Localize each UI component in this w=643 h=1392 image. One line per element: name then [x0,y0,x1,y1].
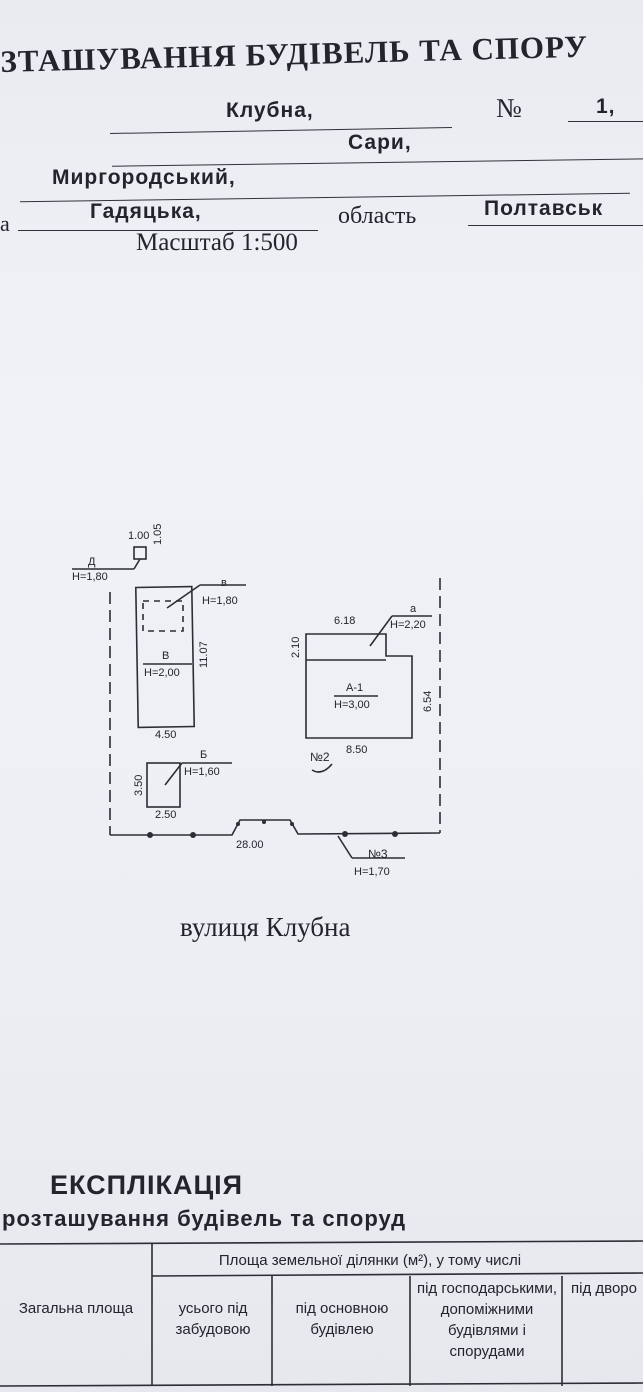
structure-n3-label: №3 [368,847,388,861]
column-total-area: Загальна площа [18,1300,134,1317]
building-a1-outline [305,633,413,739]
building-v-leader [166,584,201,609]
village-value: Сари, [348,131,412,154]
site-plan [72,546,441,859]
building-v-small-outline [142,600,184,632]
building-v-outline [134,585,196,729]
building-d-height: Н=1,80 [72,571,108,583]
building-v-width: 4.50 [155,729,177,741]
district-value: Миргородський, [52,166,236,189]
building-v-length: 11.07 [198,641,210,668]
oblast-label: область [338,203,417,229]
building-a-small-height: Н=2,20 [390,619,426,631]
building-b-depth: 3.50 [133,774,145,796]
building-a1-height: Н=3,00 [334,699,370,711]
oblast-value: Полтавськ [484,197,604,220]
explication-table-grid [0,1240,643,1387]
explication-title: ЕКСПЛІКАЦІЯ [50,1170,244,1200]
structure-n2-label: №2 [310,750,330,764]
building-d-outline [133,546,147,560]
street-value: Клубна, [226,99,314,122]
building-a1-letter: А-1 [346,682,364,694]
column-built-up: усього під забудовою [175,1300,251,1338]
community-underline [18,230,318,231]
column-yard: під двоpo [571,1280,637,1297]
prefix-text: а [0,211,10,236]
building-b-height: Н=1,60 [184,766,220,778]
building-b-leader [164,762,183,786]
front-fence-line [110,819,441,836]
building-a1-width: 8.50 [346,744,368,756]
number-underline [568,121,643,122]
n3-leader [337,835,353,859]
building-a-leader [369,615,393,647]
building-v-height: Н=2,00 [144,667,180,679]
oblast-underline [468,225,643,226]
building-a1-depth: 6.54 [422,690,434,712]
number-sign: № [496,93,522,123]
explication-subtitle: розташування будівель та споруд [2,1206,407,1231]
column-main-building: під основною будівлею [295,1300,389,1338]
structure-n3-height: Н=1,70 [354,866,390,878]
building-d-letter: Д [88,556,96,568]
community-value: Гадяцька, [90,200,202,223]
building-v-small-height: Н=1,80 [202,595,238,607]
building-a-width: 6.18 [334,615,356,627]
building-d-depth: 1.05 [152,523,164,545]
building-a-depth: 2.10 [290,636,302,658]
street-name: вулиця Клубна [180,912,351,942]
n2-arrow [311,763,333,773]
table-group-header: Площа земельної ділянки (м²), у тому чис… [218,1252,522,1269]
number-value: 1, [596,95,616,118]
front-width: 28.00 [236,839,264,851]
building-b-letter: Б [200,749,208,761]
scale-label: Масштаб 1:500 [136,229,298,256]
column-auxiliary-buildings: під господарськими, допоміжними будівлям… [416,1280,558,1360]
building-a-small-letter: а [410,603,417,615]
building-b-outline [146,762,181,808]
building-v-small-letter: в [221,577,227,589]
building-v-letter: В [162,650,170,662]
building-b-width: 2.50 [155,809,177,821]
building-d-width: 1.00 [128,530,150,542]
